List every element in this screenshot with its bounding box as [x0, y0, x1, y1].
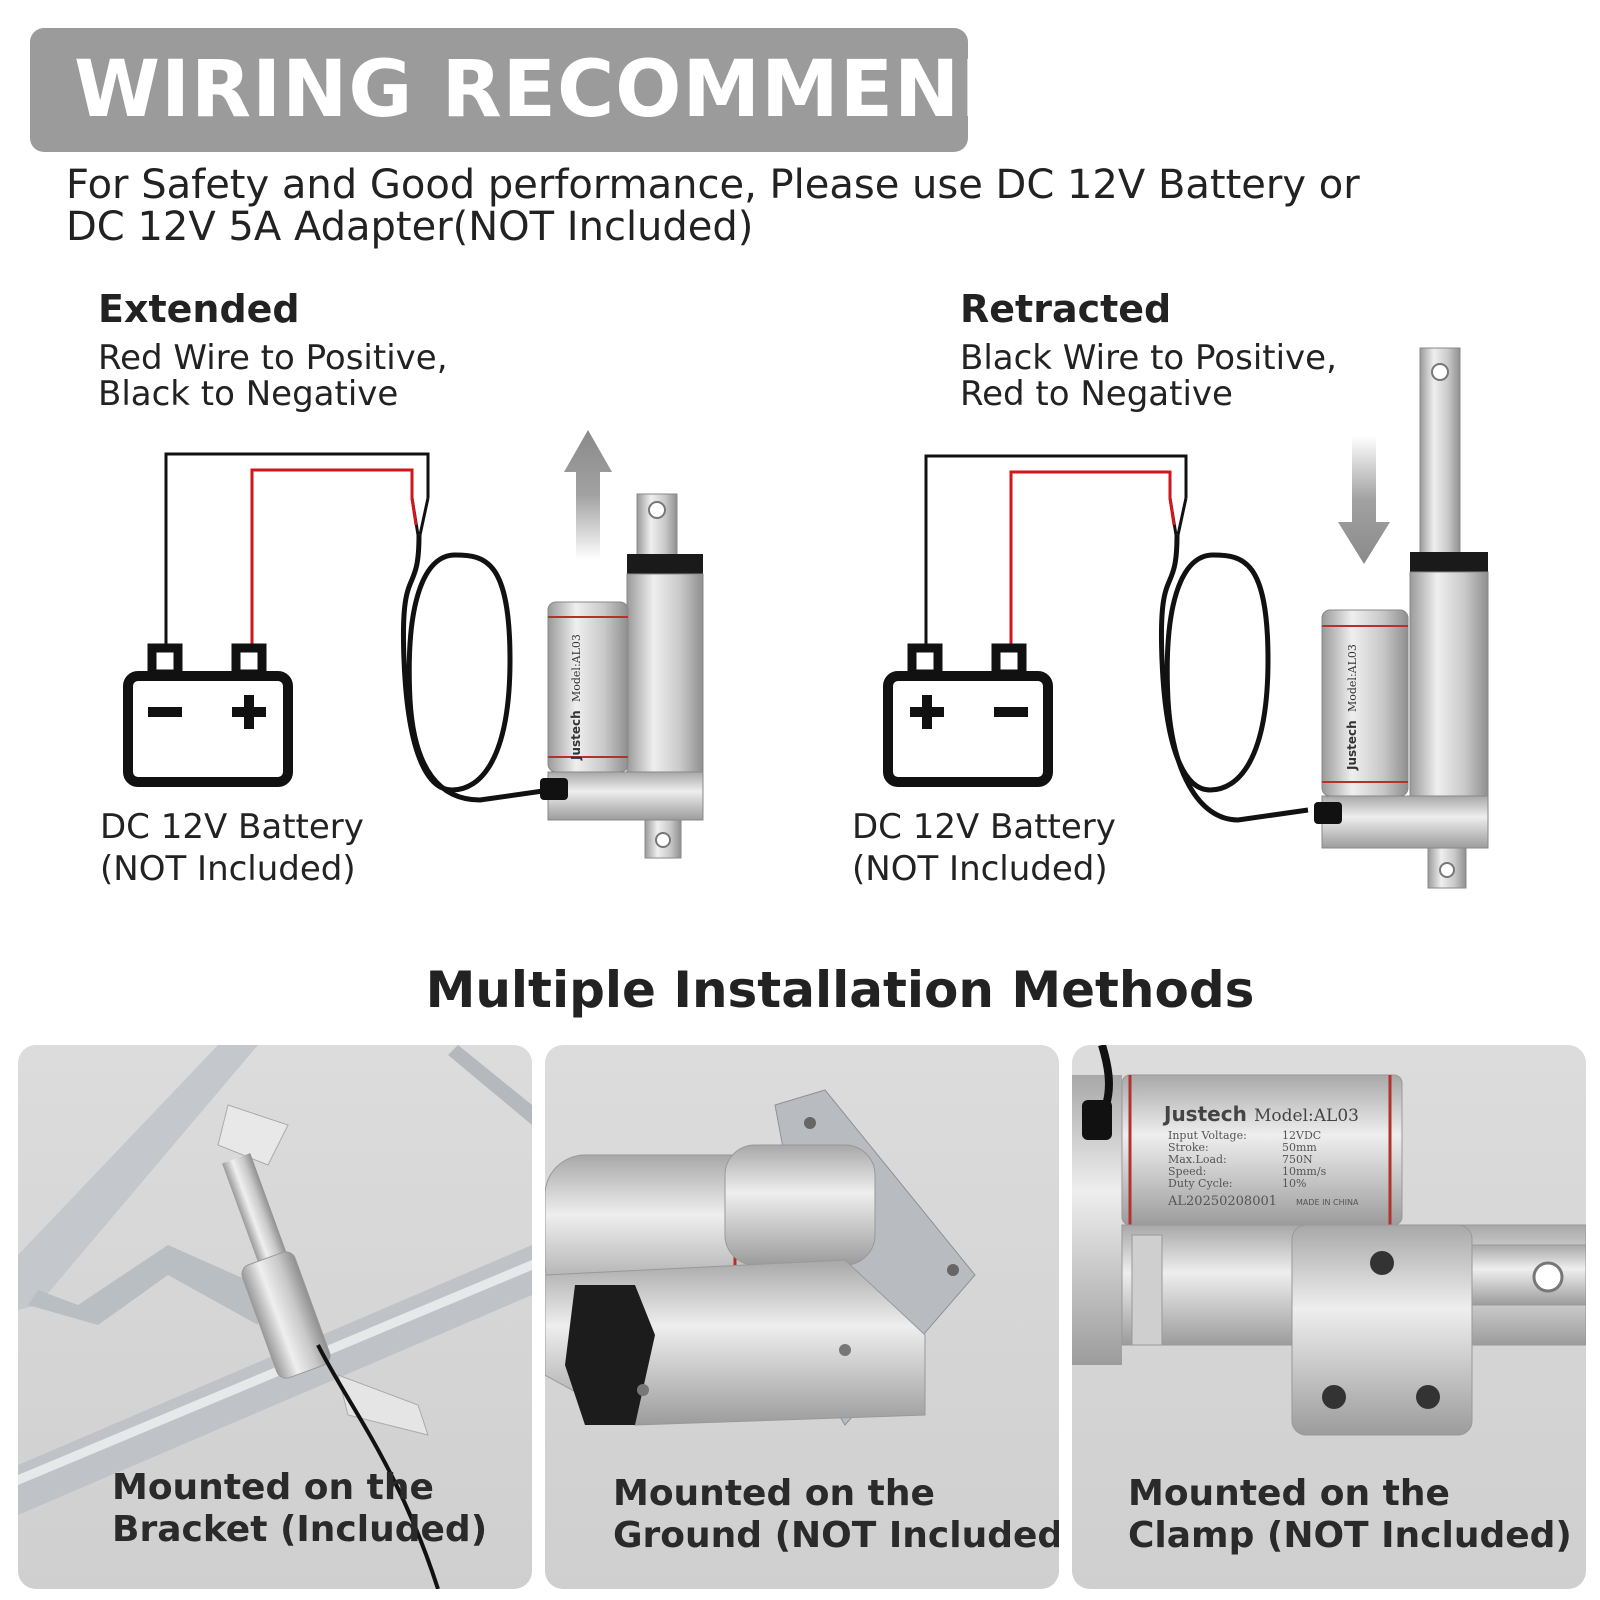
- extended-title: Extended: [98, 287, 300, 331]
- clamp-mount-illustration: Justech Model:AL03 Input Voltage: 12VDC St…: [1072, 1045, 1586, 1436]
- banner-title: WIRING RECOMMEND: [74, 45, 1027, 135]
- red-wire: [250, 468, 414, 650]
- caption-clamp-line-2: Clamp (NOT Included): [1128, 1515, 1572, 1556]
- arrow-down-icon: [1338, 436, 1390, 564]
- caption-bracket-line-1: Mounted on the: [112, 1467, 434, 1508]
- spec-key: Stroke:: [1168, 1141, 1209, 1154]
- power-notice: For Safety and Good performance, Please …: [66, 164, 1360, 248]
- bracket-mount-illustration: [18, 1045, 532, 1589]
- spec-key: Max.Load:: [1168, 1153, 1227, 1166]
- spec-key: Input Voltage:: [1168, 1129, 1247, 1142]
- extended-battery-label: DC 12V Battery (NOT Included): [100, 806, 364, 890]
- battery-icon: [123, 643, 293, 787]
- coiled-cable: [1158, 534, 1309, 823]
- spec-value: 10mm/s: [1282, 1165, 1327, 1178]
- caption-clamp-line-1: Mounted on the: [1128, 1473, 1450, 1514]
- clamp-mount-photo: Justech Model:AL03 Input Voltage: 12VDC St…: [1072, 1045, 1586, 1589]
- black-wire: [924, 454, 1188, 650]
- red-wire: [1009, 470, 1172, 650]
- wire-split-red: [410, 497, 418, 526]
- clamp-label-brand: Justech: [1162, 1102, 1247, 1126]
- retracted-battery-line-1: DC 12V Battery: [852, 807, 1116, 847]
- caption-bracket-line-2: Bracket (Included): [112, 1509, 488, 1550]
- wire-split-red: [1168, 497, 1176, 526]
- retracted-desc: Black Wire to Positive, Red to Negative: [960, 340, 1337, 412]
- extended-desc-line-1: Red Wire to Positive,: [98, 338, 448, 378]
- coiled-cable: [400, 534, 551, 803]
- black-wire: [164, 452, 430, 650]
- caption-ground-line-1: Mounted on the: [613, 1473, 935, 1514]
- arrow-up-icon: [564, 430, 612, 560]
- extended-desc: Red Wire to Positive, Black to Negative: [98, 340, 448, 412]
- bracket-mount-photo: Mounted on the Bracket (Included): [18, 1045, 532, 1589]
- label-brand: Justech: [569, 710, 583, 761]
- spec-value: 50mm: [1282, 1141, 1317, 1154]
- extended-wiring: [164, 452, 551, 803]
- retracted-desc-line-2: Red to Negative: [960, 374, 1233, 414]
- retracted-desc-line-1: Black Wire to Positive,: [960, 338, 1337, 378]
- clamp-label-origin: MADE IN CHINA: [1296, 1198, 1359, 1207]
- notice-line-2: DC 12V 5A Adapter(NOT Included): [66, 204, 754, 250]
- caption-ground-line-2: Ground (NOT Included): [613, 1515, 1059, 1556]
- ground-mount-illustration: [545, 1089, 976, 1426]
- retracted-battery-label: DC 12V Battery (NOT Included): [852, 806, 1116, 890]
- caption-bracket: Mounted on the Bracket (Included): [112, 1467, 487, 1551]
- extended-desc-line-2: Black to Negative: [98, 374, 399, 414]
- wiring-diagrams: Justech Model:AL03 Justech Mo: [123, 347, 1489, 889]
- label-model: Model:AL03: [1346, 644, 1359, 712]
- notice-line-1: For Safety and Good performance, Please …: [66, 162, 1360, 208]
- actuator-extended: Justech Model:AL03: [540, 493, 704, 859]
- spec-value: 750N: [1282, 1153, 1313, 1166]
- label-model: Model:AL03: [570, 634, 583, 702]
- spec-value: 10%: [1282, 1177, 1306, 1190]
- spec-key: Speed:: [1168, 1165, 1206, 1178]
- installation-title: Multiple Installation Methods: [425, 961, 1255, 1019]
- caption-clamp: Mounted on the Clamp (NOT Included): [1128, 1473, 1572, 1557]
- spec-key: Duty Cycle:: [1168, 1177, 1233, 1190]
- extended-battery-line-1: DC 12V Battery: [100, 807, 364, 847]
- retracted-title: Retracted: [960, 287, 1172, 331]
- caption-ground: Mounted on the Ground (NOT Included): [613, 1473, 1059, 1557]
- clamp-label-serial: AL20250208001: [1167, 1194, 1277, 1209]
- clamp-label-model: Model:AL03: [1254, 1106, 1359, 1126]
- retracted-battery-line-2: (NOT Included): [852, 849, 1108, 889]
- spec-value: 12VDC: [1282, 1129, 1321, 1142]
- retracted-wiring: [924, 454, 1309, 823]
- ground-mount-photo: Mounted on the Ground (NOT Included): [545, 1045, 1059, 1589]
- battery-icon: [883, 643, 1053, 787]
- actuator-retracted: Justech Model:AL03: [1314, 347, 1489, 889]
- extended-battery-line-2: (NOT Included): [100, 849, 356, 889]
- title-banner: WIRING RECOMMEND: [30, 28, 1025, 152]
- label-brand: Justech: [1345, 720, 1359, 771]
